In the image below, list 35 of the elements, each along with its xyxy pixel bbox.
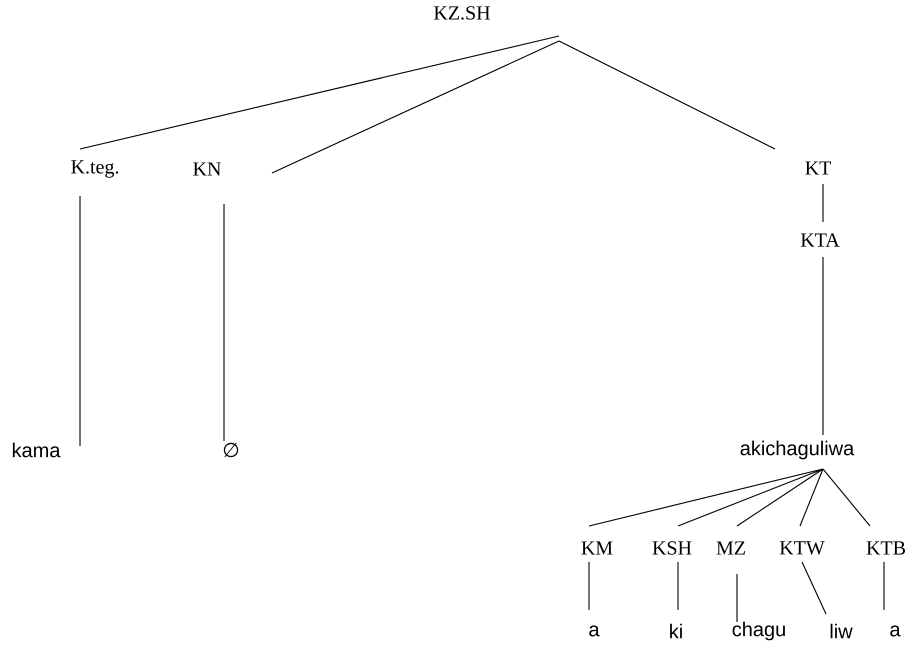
tree-branch	[80, 35, 560, 150]
tree-branch	[822, 257, 824, 435]
tree-branch	[272, 40, 560, 174]
tree-branch	[736, 468, 824, 526]
tree-branch	[678, 468, 824, 526]
tree-branch	[802, 562, 826, 614]
tree-branch	[883, 562, 885, 610]
tree-label: KTW	[780, 541, 825, 555]
tree-branch	[822, 184, 824, 222]
tree-label: KM	[581, 541, 613, 555]
tree-branch	[223, 204, 225, 441]
tree-label: KSH	[652, 541, 692, 555]
tree-label: a	[890, 626, 901, 636]
tree-branch	[558, 40, 776, 150]
tree-branch	[822, 468, 870, 526]
tree-label: MZ	[716, 541, 745, 555]
tree-branch	[588, 468, 824, 527]
tree-label: chagu	[732, 622, 785, 640]
tree-branch	[588, 562, 590, 610]
tree-label: KZ.SH	[434, 6, 490, 20]
tree-label: KTA	[800, 233, 840, 247]
tree-label: KN	[193, 162, 221, 176]
tree-label: kama	[12, 442, 60, 458]
tree-branch	[79, 196, 81, 446]
tree-branch	[736, 574, 738, 622]
tree-label: KT	[805, 161, 831, 175]
tree-label: a	[589, 626, 600, 636]
tree-branch	[677, 562, 679, 610]
tree-label: KTB	[866, 541, 906, 555]
tree-label: liw	[830, 624, 853, 638]
tree-label: ki	[670, 624, 682, 638]
tree-branch	[799, 468, 824, 526]
tree-label: K.teg.	[71, 160, 118, 178]
tree-label: ∅	[224, 442, 238, 458]
tree-label: akichaguliwa	[740, 440, 854, 460]
